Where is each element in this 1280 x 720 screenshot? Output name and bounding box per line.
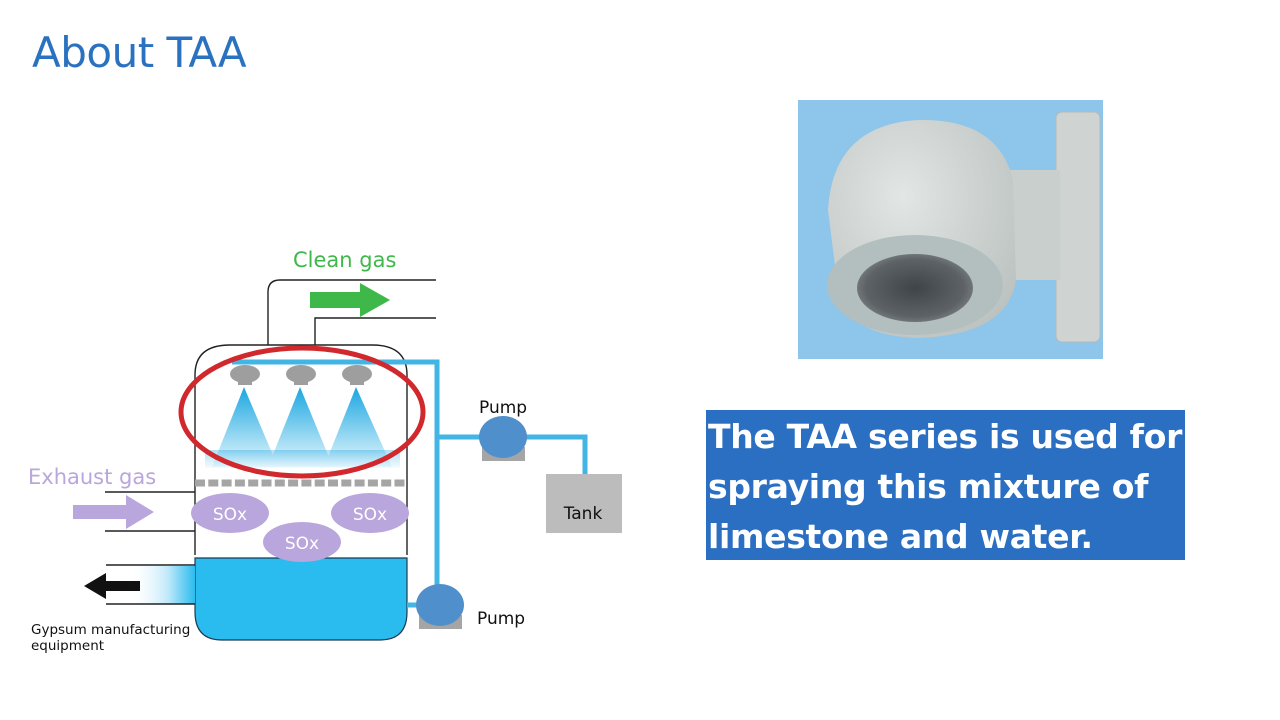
spray-cones bbox=[205, 387, 400, 468]
spray-cone bbox=[268, 387, 333, 467]
sox-bubble bbox=[263, 522, 341, 562]
clean-gas-label: Clean gas bbox=[293, 248, 396, 272]
spray-nozzle-icon bbox=[230, 365, 260, 385]
clean-gas-duct-upper bbox=[267, 279, 436, 345]
exhaust-gas-label: Exhaust gas bbox=[28, 465, 156, 489]
gypsum-label-line2: equipment bbox=[31, 638, 104, 654]
caption-box: The TAA series is used for spraying this… bbox=[706, 410, 1185, 560]
exhaust-gas-arrow-icon bbox=[73, 495, 154, 529]
taa-nozzle-photo bbox=[798, 100, 1103, 359]
pump-lower-label: Pump bbox=[477, 609, 525, 629]
spray-nozzle-icon bbox=[342, 365, 372, 385]
pump-lower-icon bbox=[416, 584, 464, 626]
nozzle-illustration bbox=[827, 111, 1101, 343]
sox-bubble bbox=[331, 493, 409, 533]
page-title: About TAA bbox=[32, 28, 247, 77]
slurry-pool bbox=[194, 557, 408, 641]
sox-label: SOx bbox=[353, 505, 387, 525]
gypsum-arrow-icon bbox=[84, 573, 140, 599]
spray-header-pipe bbox=[232, 359, 440, 598]
sox-label: SOx bbox=[285, 534, 319, 554]
pump-upper-label: Pump bbox=[479, 398, 527, 418]
spray-nozzles bbox=[230, 365, 372, 385]
gypsum-label-line1: Gypsum manufacturing bbox=[31, 622, 190, 638]
clean-gas-duct-lower bbox=[314, 317, 436, 345]
tank-label: Tank bbox=[563, 504, 603, 524]
spray-cone bbox=[212, 387, 278, 467]
tank-box bbox=[546, 474, 622, 533]
sox-label: SOx bbox=[213, 505, 247, 525]
sox-bubble bbox=[191, 493, 269, 533]
spray-cone bbox=[324, 387, 392, 467]
spray-nozzle-icon bbox=[286, 365, 316, 385]
pump-upper-icon bbox=[479, 416, 527, 458]
clean-gas-arrow-icon bbox=[310, 283, 390, 317]
highlight-ring bbox=[178, 345, 426, 479]
